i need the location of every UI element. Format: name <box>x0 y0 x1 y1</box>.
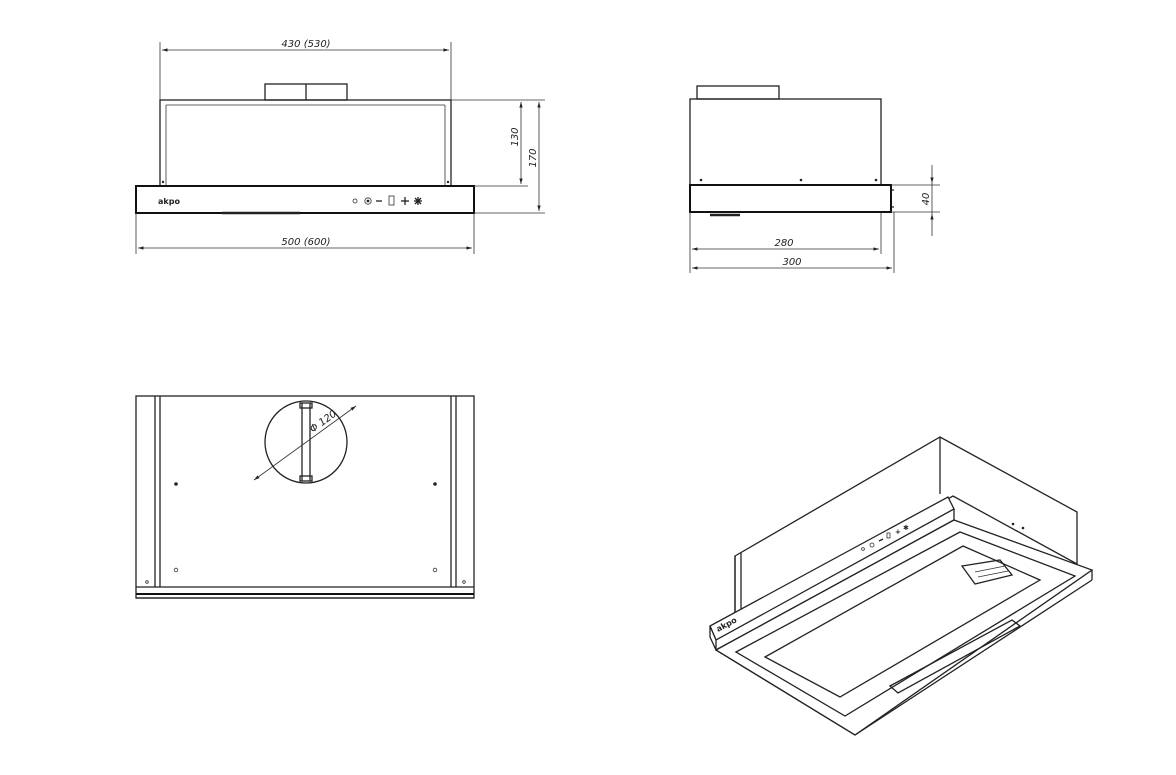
control-panel <box>352 195 422 206</box>
plus-icon[interactable] <box>401 197 409 205</box>
hood-body <box>159 99 452 187</box>
dimension-line-outlet-diameter <box>253 405 357 481</box>
display-icon <box>388 195 395 206</box>
front-panel-side <box>689 184 892 213</box>
hood-outline-top <box>135 395 475 599</box>
isometric-view: akpo + ✱ <box>709 436 1094 736</box>
hood-body-side <box>689 98 882 186</box>
power-icon[interactable] <box>352 198 358 204</box>
light-icon[interactable] <box>414 197 422 205</box>
svg-text:+: + <box>895 528 901 536</box>
dim-front-height-label: 40 <box>921 193 932 206</box>
dim-height-total-label: 170 <box>528 148 539 167</box>
brand-logo: akpo <box>158 197 180 206</box>
svg-text:✱: ✱ <box>903 524 909 532</box>
dim-top-width-label: 430 (530) <box>281 39 330 50</box>
dim-bottom-width-label: 500 (600) <box>281 237 330 248</box>
front-view: 430 (530) akpo <box>135 39 545 254</box>
side-view: 40 280 300 <box>689 85 940 273</box>
dim-height-inner-label: 130 <box>510 127 521 146</box>
timer-icon[interactable] <box>364 197 372 205</box>
iso-filter-panel <box>763 545 1042 698</box>
top-view: Φ 120 <box>135 395 475 599</box>
iso-light-strip <box>888 619 1022 694</box>
dim-depth-total-label: 300 <box>782 257 801 268</box>
dim-depth-inner-label: 280 <box>774 238 793 249</box>
iso-grease-filter <box>960 559 1014 585</box>
outlet-collar <box>696 85 780 100</box>
front-panel <box>135 185 475 214</box>
